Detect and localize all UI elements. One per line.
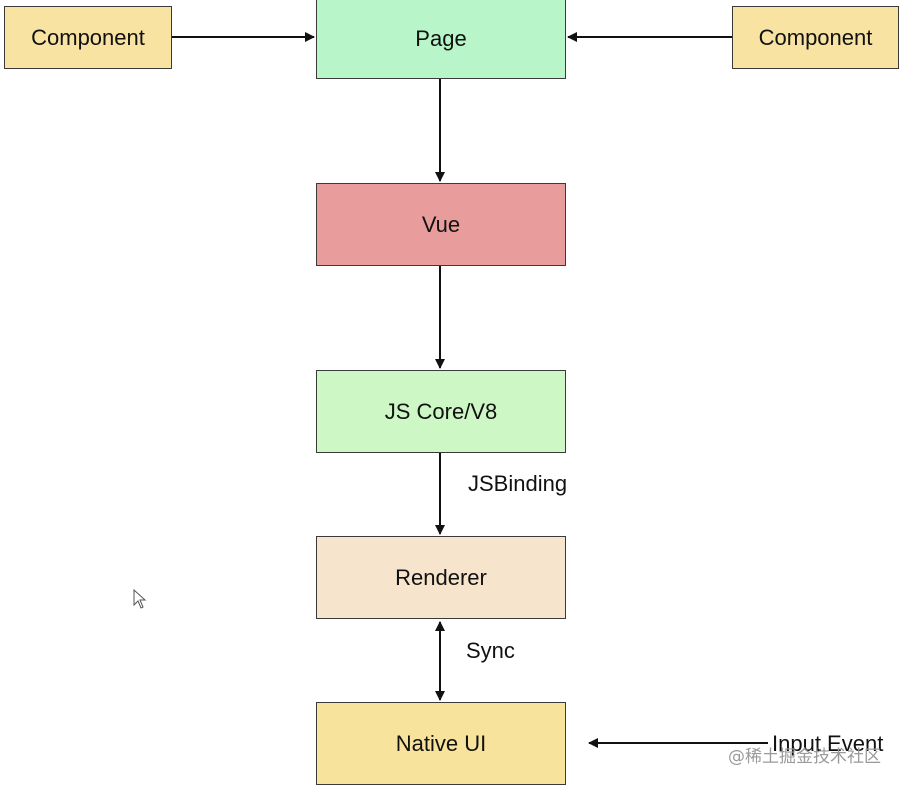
component-left-label: Component bbox=[31, 24, 145, 50]
page-label: Page bbox=[415, 25, 467, 51]
vue-node: Vue bbox=[316, 183, 566, 266]
renderer-label: Renderer bbox=[395, 564, 487, 590]
native-ui-node: Native UI bbox=[316, 702, 566, 785]
component-left-node: Component bbox=[4, 6, 172, 69]
vue-label: Vue bbox=[421, 211, 461, 237]
renderer-node: Renderer bbox=[316, 536, 566, 619]
js-core-node: JS Core/V8 bbox=[316, 370, 566, 453]
component-right-node: Component bbox=[732, 6, 899, 69]
jsbinding-label: JSBinding bbox=[468, 471, 568, 496]
watermark-text: @稀土掘金技术社区 bbox=[728, 747, 881, 767]
component-right-label: Component bbox=[758, 24, 873, 50]
page-node: Page bbox=[316, 0, 566, 79]
input-event-label: Input Event bbox=[772, 731, 884, 756]
js-core-label: JS Core/V8 bbox=[384, 398, 498, 424]
native-ui-label: Native UI bbox=[395, 730, 487, 756]
mouse-cursor-icon bbox=[133, 589, 147, 609]
sync-label: Sync bbox=[466, 638, 515, 663]
